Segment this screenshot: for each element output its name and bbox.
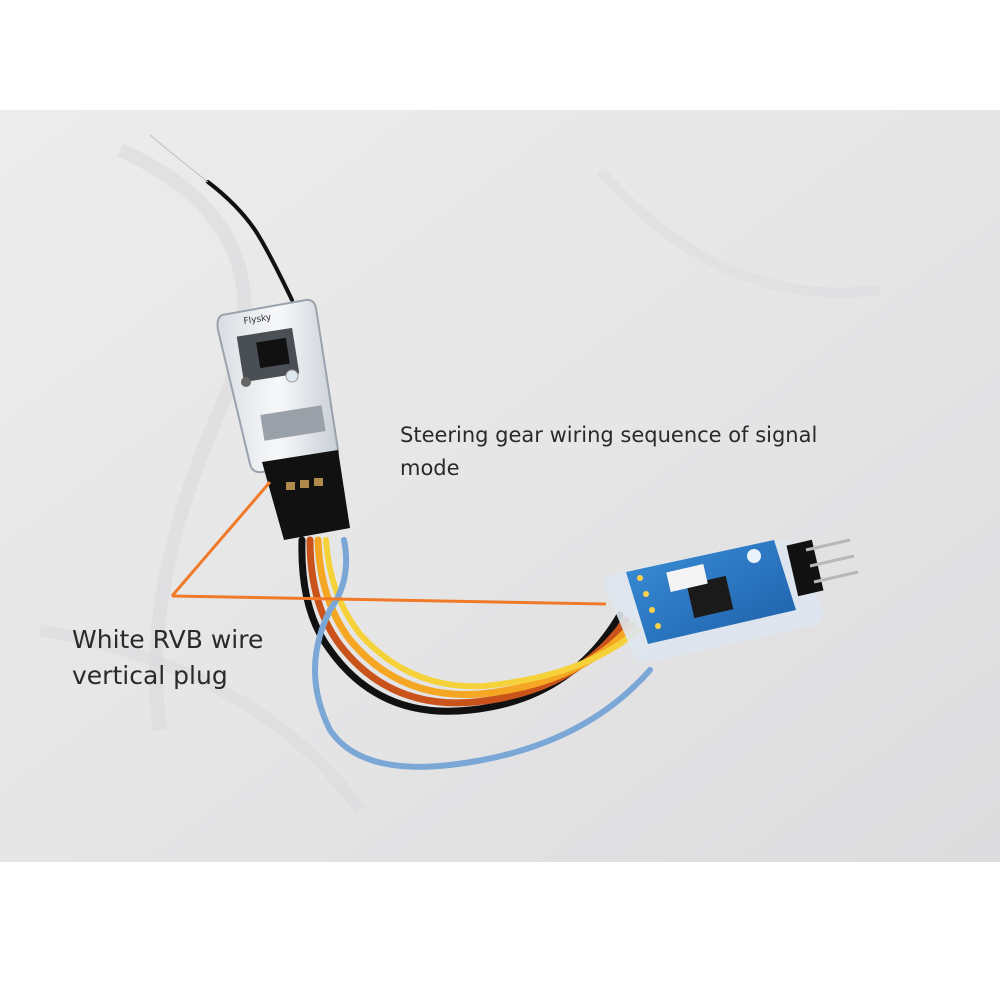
svg-text:Flysky: Flysky bbox=[243, 313, 273, 327]
receiver: Flysky bbox=[216, 298, 340, 474]
signal-module bbox=[604, 539, 823, 663]
cloth-wrinkle bbox=[596, 166, 881, 298]
plug-note-caption: White RVB wire vertical plug bbox=[72, 625, 264, 690]
product-photo: Flysky bbox=[0, 110, 1000, 862]
antenna bbox=[149, 134, 294, 302]
pin-header bbox=[786, 538, 859, 597]
black-connector bbox=[262, 450, 350, 540]
cloth-wrinkle bbox=[38, 624, 365, 814]
wiring-sequence-caption: Steering gear wiring sequence of signal … bbox=[400, 423, 818, 480]
cloth-wrinkle bbox=[117, 143, 252, 731]
annotation-lines bbox=[170, 481, 607, 606]
cloth-background bbox=[0, 110, 1000, 862]
